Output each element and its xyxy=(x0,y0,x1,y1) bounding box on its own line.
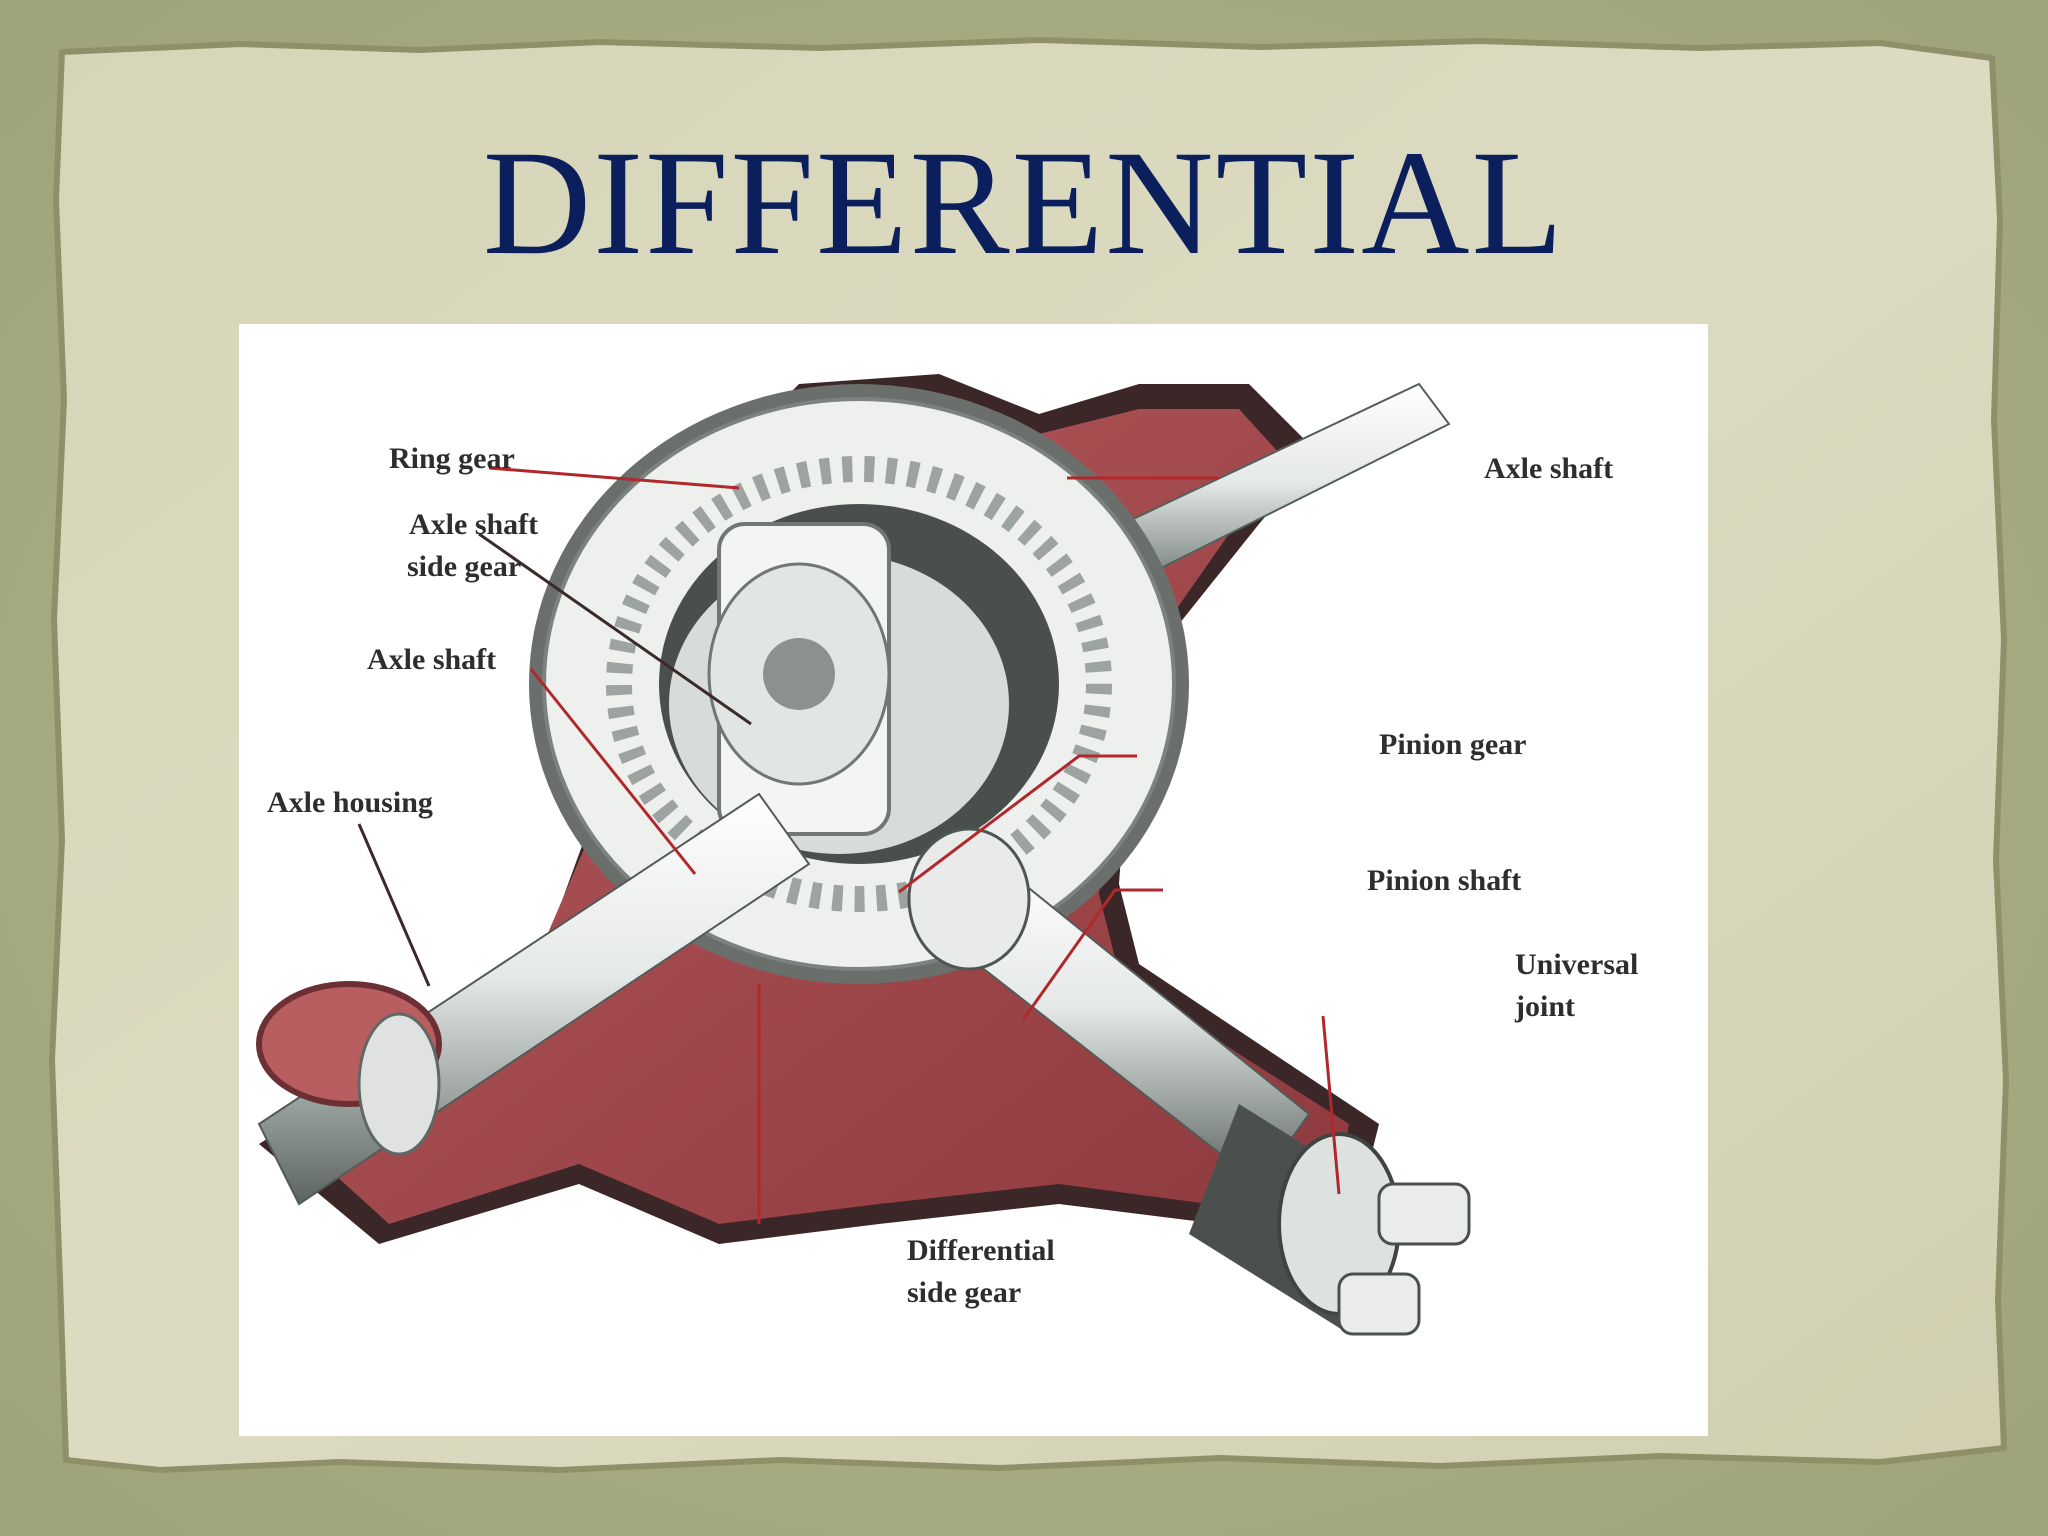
label-differential-side-gear-line2: side gear xyxy=(907,1276,1021,1309)
label-pinion-gear: Pinion gear xyxy=(1379,728,1527,761)
label-universal-joint-line1: Universal xyxy=(1515,948,1638,981)
label-pinion-shaft: Pinion shaft xyxy=(1367,864,1521,897)
label-axle-shaft-right: Axle shaft xyxy=(1484,452,1613,485)
differential-diagram-figure: Ring gear Axle shaft side gear Axle shaf… xyxy=(239,324,1708,1436)
universal-joint xyxy=(1189,1104,1469,1334)
label-ring-gear: Ring gear xyxy=(389,442,515,475)
label-axle-shaft-side-gear-line1: Axle shaft xyxy=(409,508,538,541)
label-axle-shaft-side-gear-line2: side gear xyxy=(407,550,521,583)
slide-title: DIFFERENTIAL xyxy=(0,118,2048,288)
label-axle-housing: Axle housing xyxy=(267,786,433,819)
leader-axle-housing xyxy=(359,824,429,986)
label-differential-side-gear-line1: Differential xyxy=(907,1234,1055,1267)
differential-carrier xyxy=(709,524,889,834)
label-axle-shaft-left: Axle shaft xyxy=(367,643,496,676)
differential-cutaway-illustration: Ring gear Axle shaft side gear Axle shaf… xyxy=(239,324,1708,1436)
label-universal-joint-line2: joint xyxy=(1514,990,1575,1023)
